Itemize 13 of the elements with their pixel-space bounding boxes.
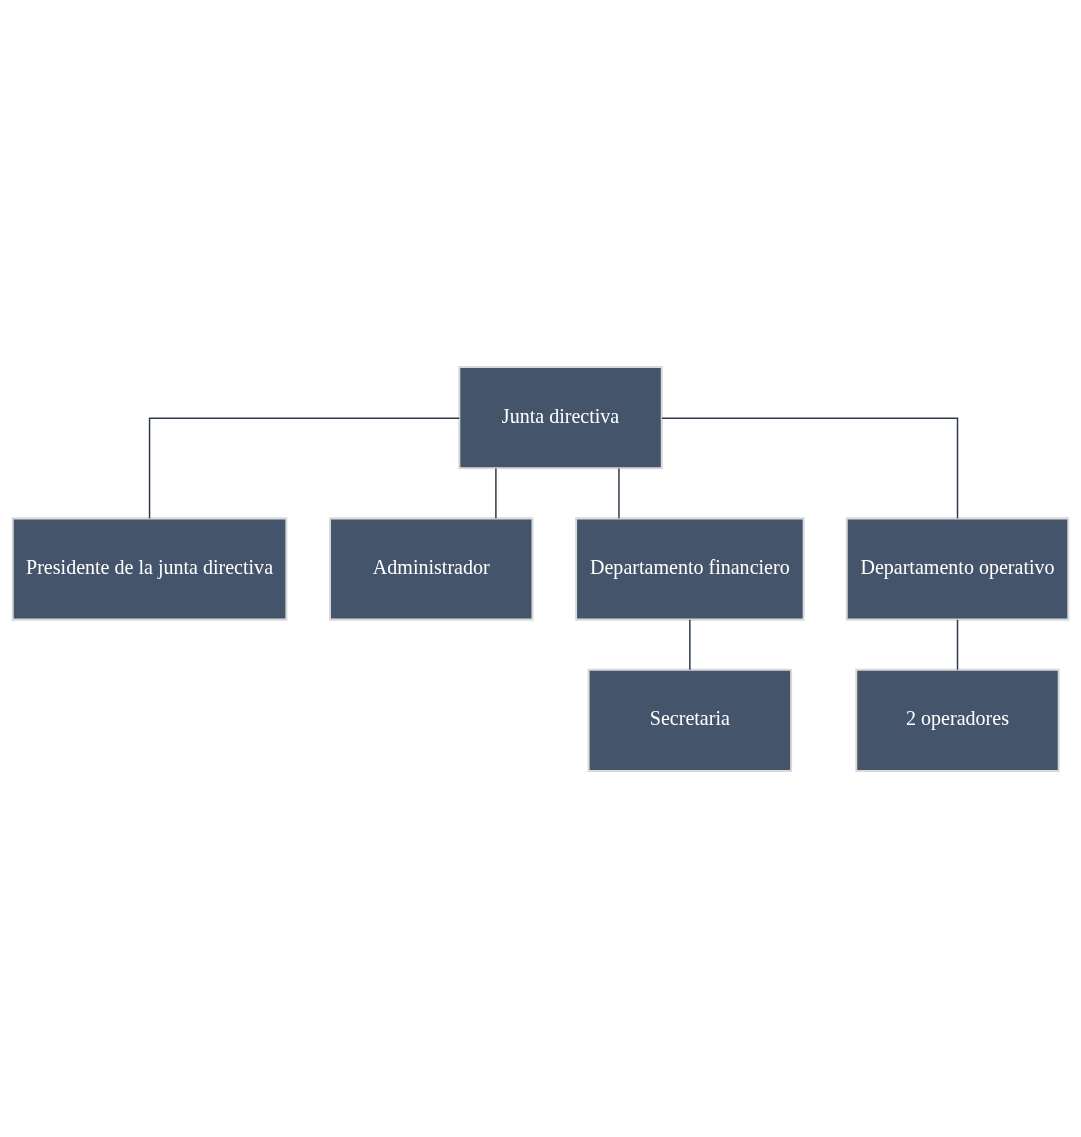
node-box: Administrador	[329, 516, 534, 621]
connector	[618, 467, 620, 519]
node-box: Secretaria	[587, 668, 793, 772]
connector	[661, 416, 959, 519]
connector	[956, 618, 959, 670]
node-box: Departamento operativo	[845, 516, 1070, 621]
connector	[495, 467, 497, 519]
node-box: Departamento financiero	[575, 516, 805, 621]
connector	[689, 618, 691, 670]
node-box: Junta directiva	[458, 365, 663, 469]
node-box: 2 operadores	[855, 668, 1060, 772]
connector	[148, 416, 460, 519]
node-box: Presidente de la junta directiva	[11, 516, 288, 621]
